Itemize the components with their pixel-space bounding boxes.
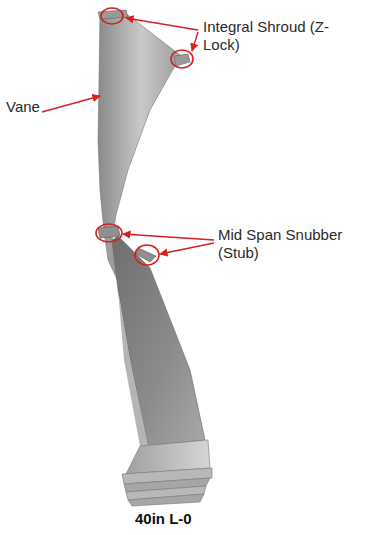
part-label: Integral Shroud (Z-Lock) — [203, 18, 333, 54]
snubber-stub — [98, 226, 156, 262]
callout-circle — [96, 8, 193, 265]
part-label: Mid Span Snubber (Stub) — [218, 226, 358, 262]
part-label: Vane — [6, 98, 46, 116]
blade-root — [122, 440, 212, 506]
leader-arrow — [42, 18, 214, 254]
integral-shroud — [98, 10, 190, 66]
figure-caption: 40in L-0 — [135, 510, 192, 528]
vane — [98, 12, 205, 446]
